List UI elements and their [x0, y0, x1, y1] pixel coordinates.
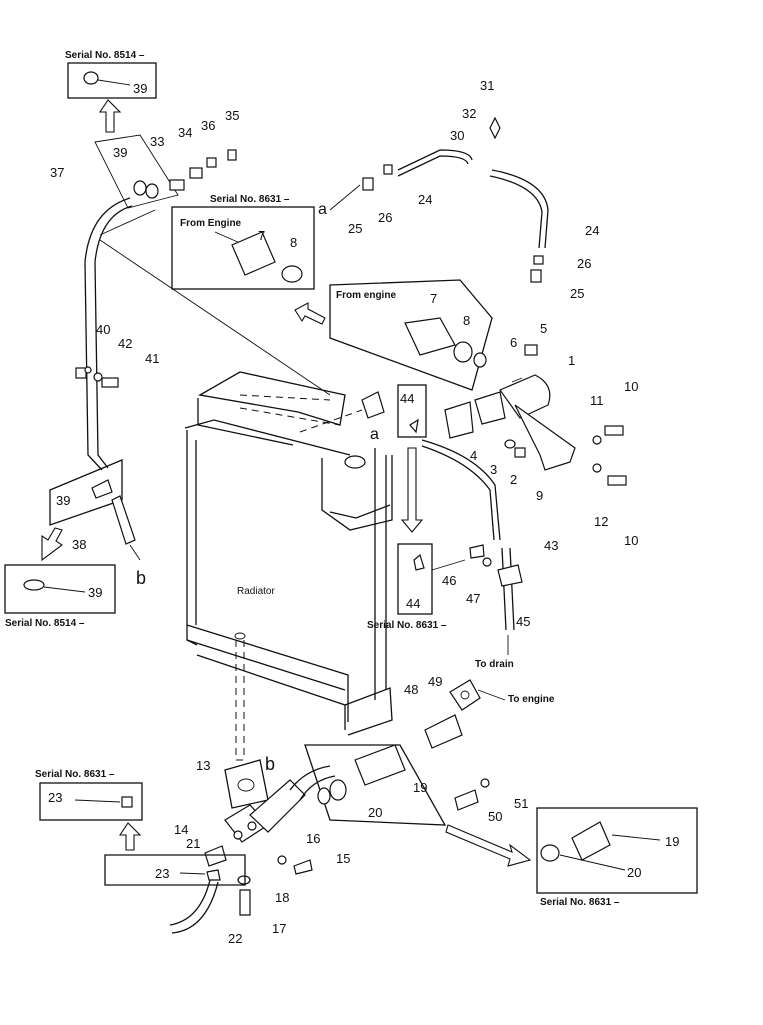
- part-51: 51: [514, 796, 528, 811]
- label-from-engine-1: From Engine: [180, 218, 242, 229]
- letter-b-bottom: b: [265, 754, 275, 774]
- part-20-b: 20: [627, 865, 641, 880]
- part-19-b: 19: [665, 834, 679, 849]
- part-12: 12: [594, 514, 608, 529]
- part-13: 13: [196, 758, 210, 773]
- drain-pipe-43: [397, 384, 523, 655]
- part-25-b: 25: [570, 286, 584, 301]
- part-38: 38: [72, 537, 86, 552]
- part-42: 42: [118, 336, 132, 351]
- part-39-a: 39: [133, 81, 147, 96]
- label-to-engine: To engine: [508, 694, 555, 705]
- part-10-a: 10: [624, 379, 638, 394]
- part-49: 49: [428, 674, 442, 689]
- part-21: 21: [186, 836, 200, 851]
- serial-8631-right: Serial No. 8631 –: [540, 897, 620, 908]
- part-39-d: 39: [88, 585, 102, 600]
- part-34: 34: [178, 125, 192, 140]
- part-17: 17: [272, 921, 286, 936]
- label-from-engine-2: From engine: [336, 290, 396, 301]
- hose-37: [75, 197, 133, 471]
- part-26-b: 26: [577, 256, 591, 271]
- part-25-a: 25: [348, 221, 362, 236]
- part-3: 3: [490, 462, 497, 477]
- part-14: 14: [174, 822, 188, 837]
- lower-right-hoses: [304, 679, 698, 894]
- part-11: 11: [590, 393, 604, 408]
- serial-8631-mid: Serial No. 8631 –: [367, 620, 447, 631]
- part-30: 30: [450, 128, 464, 143]
- part-36: 36: [201, 118, 215, 133]
- part-23-b: 23: [155, 866, 169, 881]
- part-7-b: 7: [430, 291, 437, 306]
- part-37: 37: [50, 165, 64, 180]
- part-2: 2: [510, 472, 517, 487]
- part-39-b: 39: [113, 145, 127, 160]
- part-50: 50: [488, 809, 502, 824]
- part-10-b: 10: [624, 533, 638, 548]
- part-47: 47: [466, 591, 480, 606]
- label-to-drain: To drain: [475, 659, 514, 670]
- from-engine-box-2: [294, 279, 493, 391]
- bottom-outlet: [39, 759, 336, 934]
- letter-a-mid: a: [370, 426, 379, 443]
- serial-8631-left: Serial No. 8631 –: [35, 769, 115, 780]
- clamp-39-panel: [94, 134, 237, 209]
- part-18: 18: [275, 890, 289, 905]
- serial-8631-top: Serial No. 8631 –: [210, 194, 290, 205]
- radiator-body: [99, 209, 393, 761]
- text-labels: Serial No. 8514 – Serial No. 8631 – Seri…: [5, 50, 620, 908]
- part-numbers: 39 39 39 39 33 34 36 35 37 31 32 30 24 2…: [48, 78, 679, 946]
- letter-b-left: b: [136, 568, 146, 588]
- part-22: 22: [228, 931, 242, 946]
- part-23-a: 23: [48, 790, 62, 805]
- from-engine-box-1: [171, 206, 315, 290]
- part-41: 41: [145, 351, 159, 366]
- part-35: 35: [225, 108, 239, 123]
- part-40: 40: [96, 322, 110, 337]
- part-9: 9: [536, 488, 543, 503]
- part-16: 16: [306, 831, 320, 846]
- part-44-a: 44: [400, 391, 414, 406]
- part-8-b: 8: [463, 313, 470, 328]
- serial-8514-top: Serial No. 8514 –: [65, 50, 145, 61]
- elbow-1-assembly: [361, 344, 627, 486]
- part-7-a: 7: [258, 228, 265, 243]
- part-15: 15: [336, 851, 350, 866]
- part-48: 48: [404, 682, 418, 697]
- part-24-b: 24: [585, 223, 599, 238]
- part-19-a: 19: [413, 780, 427, 795]
- part-6: 6: [510, 335, 517, 350]
- part-31: 31: [480, 78, 494, 93]
- part-39-c: 39: [56, 493, 70, 508]
- part-1: 1: [568, 353, 575, 368]
- letter-a-top: a: [318, 201, 327, 218]
- label-radiator: Radiator: [237, 586, 275, 597]
- part-20-a: 20: [368, 805, 382, 820]
- part-32: 32: [462, 106, 476, 121]
- part-5: 5: [540, 321, 547, 336]
- part-26-a: 26: [378, 210, 392, 225]
- serial-8514-bottom: Serial No. 8514 –: [5, 618, 85, 629]
- part-45: 45: [516, 614, 530, 629]
- left-hose-parts: [4, 366, 141, 614]
- part-24-a: 24: [418, 192, 432, 207]
- pipe-24: [329, 116, 549, 283]
- part-8-a: 8: [290, 235, 297, 250]
- part-46: 46: [442, 573, 456, 588]
- part-4: 4: [470, 448, 477, 463]
- serial-box-8514-top: [67, 62, 157, 133]
- part-33: 33: [150, 134, 164, 149]
- part-43: 43: [544, 538, 558, 553]
- part-44-b: 44: [406, 596, 420, 611]
